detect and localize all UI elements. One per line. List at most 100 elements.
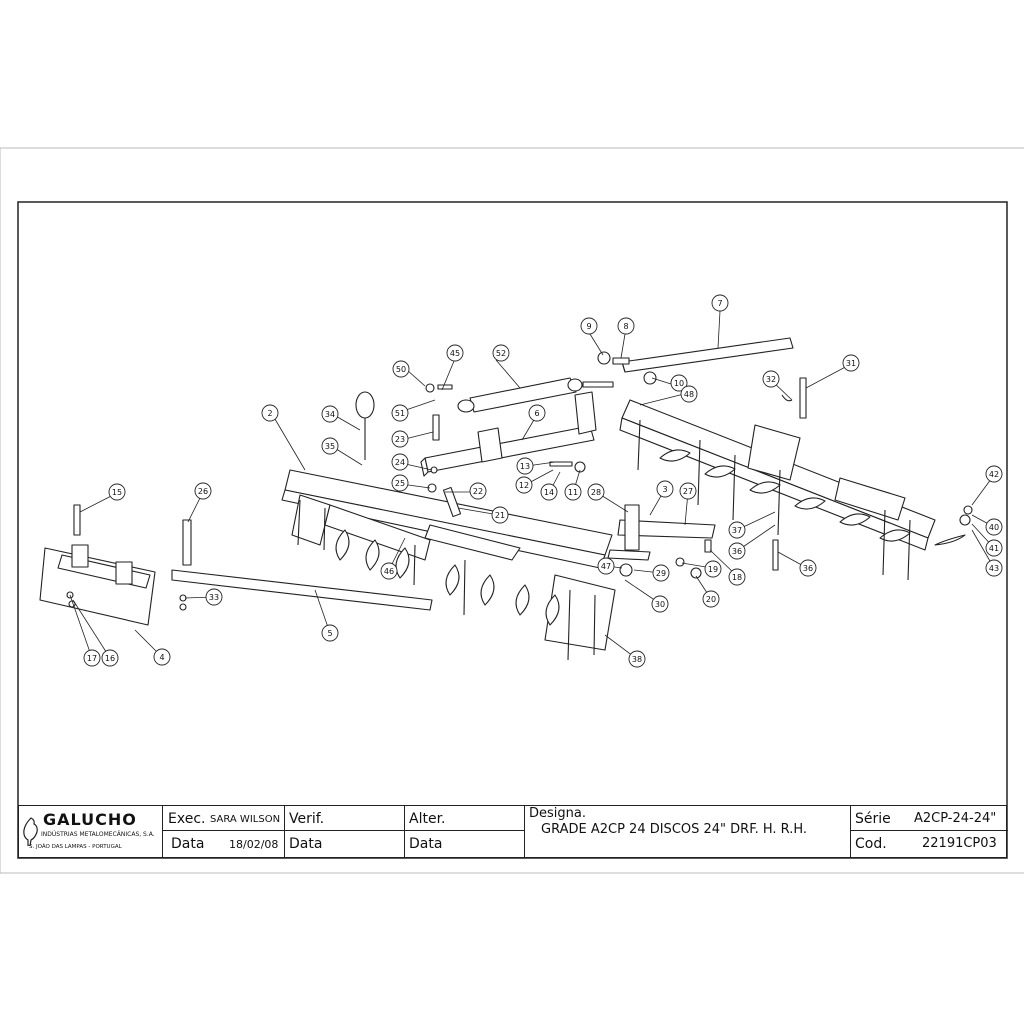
callout-label: 4 <box>159 653 164 662</box>
callout-20: 20 <box>702 590 720 608</box>
callout-label: 18 <box>732 573 742 582</box>
callout-48: 48 <box>680 385 698 403</box>
callout-label: 42 <box>989 470 999 479</box>
callout-29: 29 <box>652 564 670 582</box>
callout-45: 45 <box>446 344 464 362</box>
callout-label: 10 <box>674 379 684 388</box>
callout-label: 40 <box>989 523 999 532</box>
callout-33: 33 <box>205 588 223 606</box>
callout-label: 21 <box>495 511 505 520</box>
callout-label: 43 <box>989 564 999 573</box>
callout-30: 30 <box>651 595 669 613</box>
callout-12: 12 <box>515 476 533 494</box>
company-address: S. JOÃO DAS LAMPAS - PORTUGAL <box>29 844 122 850</box>
exec-value: SARA WILSON <box>210 814 281 825</box>
callout-label: 15 <box>112 488 122 497</box>
callout-label: 6 <box>534 409 539 418</box>
callout-label: 29 <box>656 569 666 578</box>
callout-label: 36 <box>732 547 742 556</box>
callout-label: 47 <box>601 562 611 571</box>
callout-label: 8 <box>623 322 628 331</box>
callout-26: 26 <box>194 482 212 500</box>
designation-label: Designa. <box>529 806 586 821</box>
exec-date-label: Data <box>171 836 205 852</box>
callout-22: 22 <box>469 482 487 500</box>
callout-label: 28 <box>591 488 601 497</box>
callout-3: 3 <box>656 480 674 498</box>
callout-label: 12 <box>519 481 529 490</box>
callout-label: 23 <box>395 435 405 444</box>
callout-label: 14 <box>544 488 554 497</box>
callout-label: 22 <box>473 487 483 496</box>
callout-42: 41 <box>985 539 1003 557</box>
callout-label: 20 <box>706 595 716 604</box>
callout-label: 3 <box>662 485 667 494</box>
callout-36: 36 <box>799 559 817 577</box>
callout-14: 14 <box>540 483 558 501</box>
callout-40: 38 <box>628 650 646 668</box>
callout-label: 11 <box>568 488 578 497</box>
callout-label: 37 <box>732 526 742 535</box>
callout-label: 30 <box>655 600 665 609</box>
callout-32: 32 <box>762 370 780 388</box>
callout-label: 17 <box>87 654 97 663</box>
cod-label: Cod. <box>855 836 887 852</box>
company-subtitle: INDÚSTRIAS METALOMECÂNICAS, S.A. <box>41 831 155 838</box>
callout-label: 36 <box>803 564 813 573</box>
alter-label: Alter. <box>409 811 446 827</box>
cod-value: 22191CP03 <box>922 836 997 851</box>
company-logo: GALUCHO INDÚSTRIAS METALOMECÂNICAS, S.A.… <box>19 806 162 856</box>
part-callouts: 7 8 9 52 45 50 51 10 48 6 31 32 2 34 35 … <box>83 294 1003 668</box>
callout-35: 35 <box>321 437 339 455</box>
callout-28: 28 <box>587 483 605 501</box>
callout-label: 51 <box>395 409 405 418</box>
callout-label: 19 <box>708 565 718 574</box>
callout-46: 46 <box>380 562 398 580</box>
callout-label: 2 <box>267 409 272 418</box>
callout-52: 52 <box>492 344 510 362</box>
callout-6: 6 <box>528 404 546 422</box>
callout-label: 5 <box>327 629 332 638</box>
callout-43: 42 <box>985 465 1003 483</box>
callout-label: 7 <box>717 299 722 308</box>
callout-label: 50 <box>396 365 406 374</box>
callout-label: 16 <box>105 654 115 663</box>
callout-label: 24 <box>395 458 405 467</box>
verif-label: Verif. <box>289 811 325 827</box>
callout-11: 11 <box>564 483 582 501</box>
callout-27: 27 <box>679 482 697 500</box>
callout-label: 13 <box>520 462 530 471</box>
callout-34: 34 <box>321 405 339 423</box>
exec-label: Exec. <box>168 811 206 827</box>
callout-4: 4 <box>153 648 171 666</box>
drawing-frame <box>17 201 1008 859</box>
callout-38: 37 <box>728 521 746 539</box>
rooster-logo-icon <box>23 817 38 846</box>
alter-date-label: Data <box>409 836 443 852</box>
callout-37: 36 <box>728 542 746 560</box>
callout-50: 50 <box>392 360 410 378</box>
callout-label: 41 <box>989 544 999 553</box>
callout-51: 51 <box>391 404 409 422</box>
callout-label: 25 <box>395 479 405 488</box>
callout-label: 33 <box>209 593 219 602</box>
callout-5: 5 <box>321 624 339 642</box>
callout-label: 52 <box>496 349 506 358</box>
callout-label: 31 <box>846 359 856 368</box>
callout-label: 45 <box>450 349 460 358</box>
designation-value: GRADE A2CP 24 DISCOS 24" DRF. H. R.H. <box>541 822 808 837</box>
callout-label: 38 <box>632 655 642 664</box>
serie-value: A2CP-24-24" <box>914 811 997 826</box>
serie-label: Série <box>855 811 891 827</box>
company-name: GALUCHO <box>43 810 137 829</box>
exploded-assembly-drawing <box>39 337 973 661</box>
callout-label: 9 <box>586 322 591 331</box>
callout-label: 48 <box>684 390 694 399</box>
verif-date-label: Data <box>289 836 323 852</box>
callout-16: 16 <box>101 649 119 667</box>
callout-label: 46 <box>384 567 394 576</box>
callout-label: 32 <box>766 375 776 384</box>
callout-47: 47 <box>597 557 615 575</box>
callout-25: 25 <box>391 474 409 492</box>
